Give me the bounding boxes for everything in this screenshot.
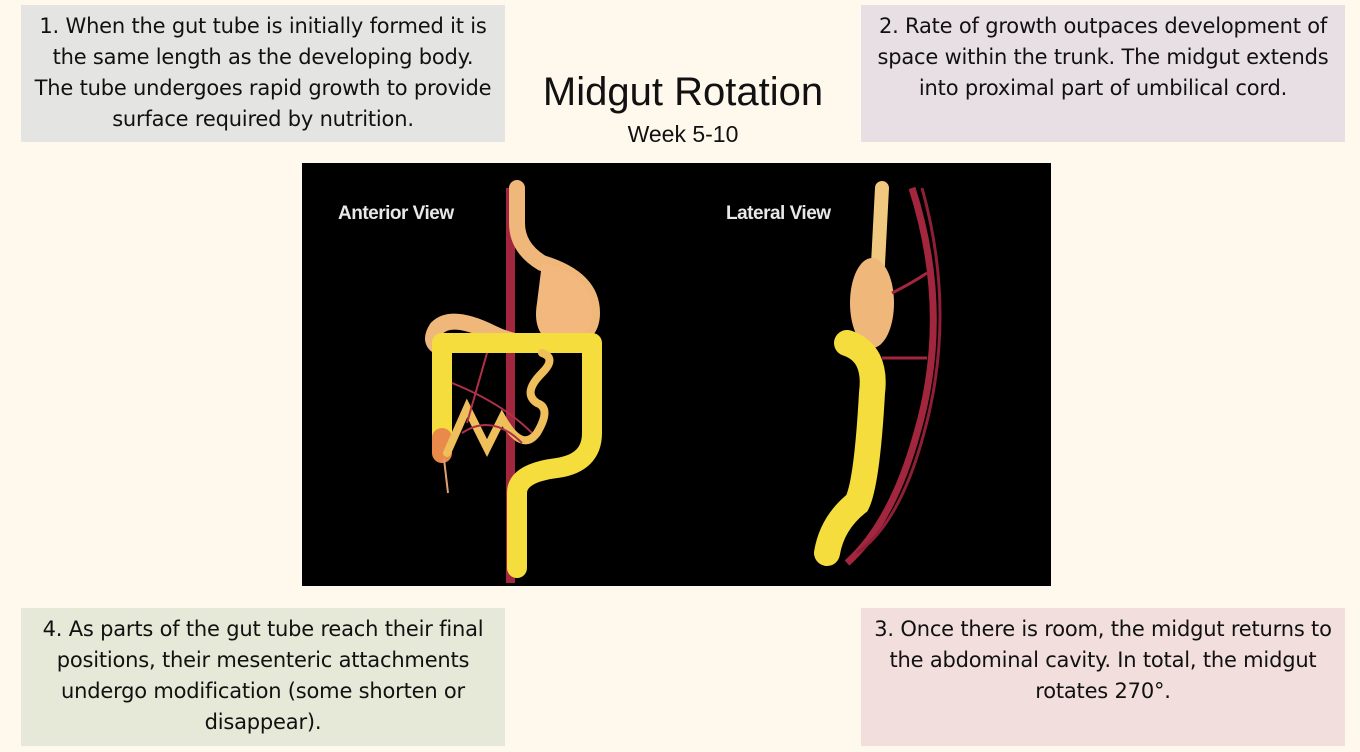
aorta-vessel	[506, 188, 515, 583]
gut-illustration	[425, 180, 942, 583]
step-2-textbox: 2. Rate of growth outpaces development o…	[861, 5, 1345, 142]
step-3-textbox: 3. Once there is room, the midgut return…	[861, 608, 1345, 746]
lateral-gut-loop	[814, 330, 886, 566]
step-4-textbox: 4. As parts of the gut tube reach their …	[21, 608, 505, 746]
step-3-text: 3. Once there is room, the midgut return…	[874, 617, 1332, 703]
appendix	[443, 458, 449, 494]
midgut-rotation-figure: Anterior View Lateral View	[302, 163, 1051, 586]
lateral-stomach	[850, 258, 894, 348]
anterior-view-drawing	[425, 180, 602, 583]
mesenteric-vessels	[451, 352, 533, 444]
lateral-view-drawing	[814, 181, 942, 566]
anterior-view-label: Anterior View	[338, 203, 454, 224]
step-4-text: 4. As parts of the gut tube reach their …	[42, 617, 484, 734]
stomach	[536, 263, 592, 343]
slide-subtitle: Week 5-10	[627, 121, 739, 147]
small-intestine	[443, 349, 554, 457]
step-1-textbox: 1. When the gut tube is initially formed…	[21, 5, 505, 142]
lateral-view-label: Lateral View	[726, 203, 831, 224]
colon	[432, 333, 602, 578]
dorsal-aorta	[844, 186, 937, 566]
slide-title: Midgut Rotation	[542, 70, 824, 114]
step-2-text: 2. Rate of growth outpaces development o…	[877, 14, 1329, 100]
lateral-vessels	[882, 271, 928, 360]
step-1-text: 1. When the gut tube is initially formed…	[34, 14, 492, 131]
